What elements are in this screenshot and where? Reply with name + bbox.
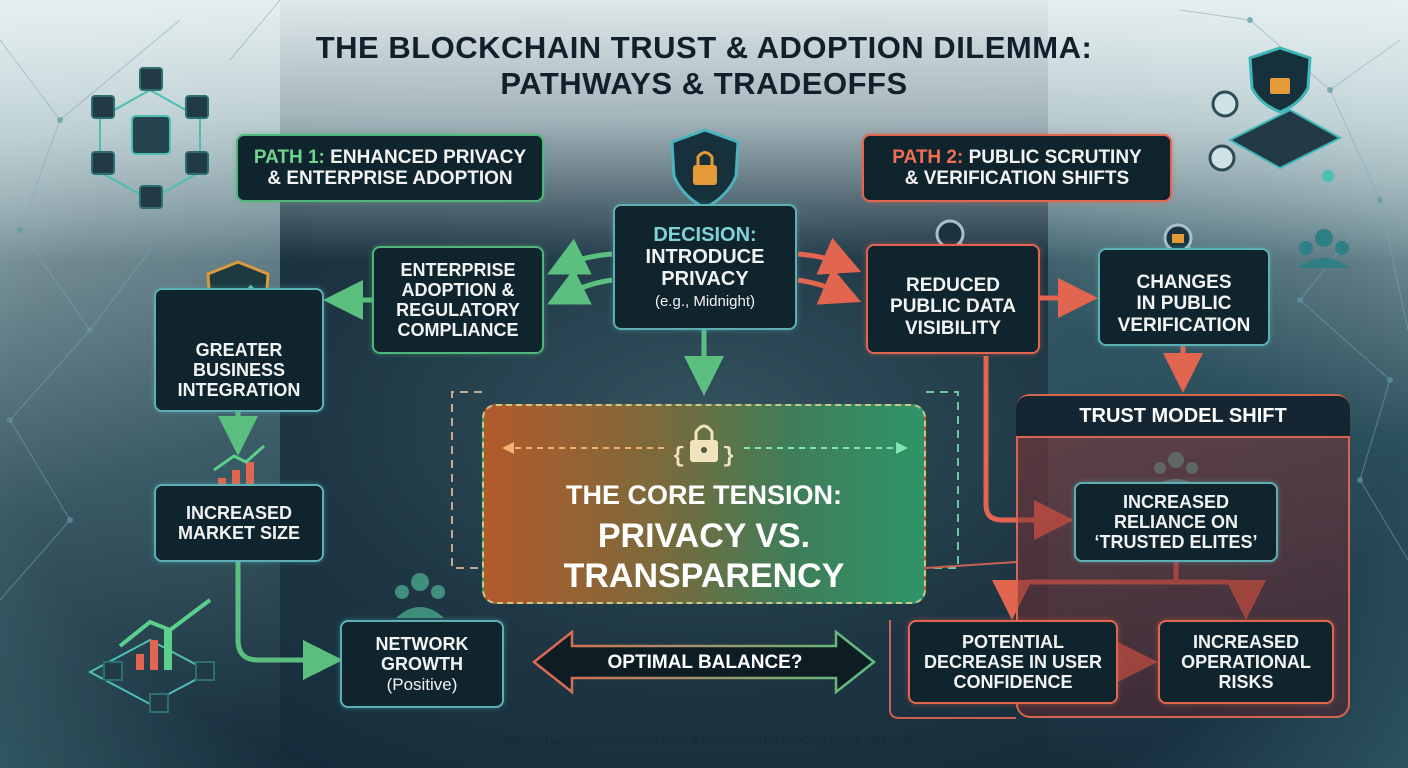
- business-integration-node: GREATER BUSINESS INTEGRATION: [154, 288, 324, 412]
- business-line-3: INTEGRATION: [177, 380, 301, 401]
- path-2-text-2: & VERIFICATION SHIFTS: [904, 168, 1130, 189]
- trust-model-shift-header: TRUST MODEL SHIFT: [1016, 396, 1350, 438]
- market-size-node: INCREASED MARKET SIZE: [154, 484, 324, 562]
- reduced-line-1: REDUCED: [906, 275, 1000, 297]
- decision-node: DECISION: INTRODUCE PRIVACY (e.g., Midni…: [613, 204, 797, 330]
- reduced-line-3: VISIBILITY: [904, 317, 1002, 339]
- decision-label: DECISION:: [653, 223, 757, 246]
- core-line-3: TRANSPARENCY: [563, 557, 845, 595]
- changes-line-3: VERIFICATION: [1117, 314, 1251, 336]
- enterprise-line-4: COMPLIANCE: [397, 320, 519, 341]
- title-line-2: PATHWAYS & TRADEOFFS: [500, 66, 908, 101]
- network-line-1: NETWORK: [375, 634, 469, 655]
- core-dashed-bracket: [451, 391, 959, 569]
- community-icon: [1298, 229, 1350, 268]
- core-lock-icon: { }: [672, 424, 735, 469]
- confidence-line-3: CONFIDENCE: [953, 672, 1073, 693]
- svg-text:}: }: [722, 444, 735, 469]
- svg-text:{: {: [672, 444, 685, 469]
- footer-caption: CONCEPTUAL ANALYSIS: INSPIRED BY ‘MIDNIG…: [494, 735, 914, 747]
- path-2-label: PATH 2:: [892, 146, 964, 168]
- enterprise-line-1: ENTERPRISE: [400, 259, 516, 280]
- network-growth-illustration: [87, 598, 215, 713]
- path-1-header: PATH 1: ENHANCED PRIVACY & ENTERPRISE AD…: [236, 134, 544, 202]
- path-1-text-1: ENHANCED PRIVACY: [330, 146, 527, 168]
- decision-example: (e.g., Midnight): [654, 292, 756, 310]
- path-1-text-2: & ENTERPRISE ADOPTION: [267, 168, 513, 189]
- confidence-line-2: DECREASE IN USER: [923, 651, 1103, 672]
- title-line-1: THE BLOCKCHAIN TRUST & ADOPTION DILEMMA:: [315, 30, 1093, 65]
- path-1-label: PATH 1:: [253, 146, 325, 168]
- path-2-text-1: PUBLIC SCRUTINY: [968, 146, 1142, 168]
- business-line-1: GREATER: [195, 339, 283, 360]
- market-line-1: INCREASED: [185, 502, 292, 523]
- trusted-elites-node: INCREASED RELIANCE ON ‘TRUSTED ELITES’: [1074, 482, 1278, 562]
- operational-line-2: OPERATIONAL: [1181, 651, 1311, 672]
- operational-risks-node: INCREASED OPERATIONAL RISKS: [1158, 620, 1334, 704]
- decision-line-2: INTRODUCE: [645, 245, 765, 268]
- reliance-line-2: RELIANCE ON: [1113, 511, 1238, 532]
- core-line-2: PRIVACY VS.: [597, 517, 811, 555]
- blockchain-cubes-icon: [91, 67, 209, 209]
- user-confidence-node: POTENTIAL DECREASE IN USER CONFIDENCE: [908, 620, 1118, 704]
- network-growth-node: NETWORK GROWTH (Positive): [340, 620, 504, 708]
- core-tension-label: THE CORE TENSION:: [565, 480, 842, 510]
- optimal-balance-arrow: [531, 629, 877, 695]
- enterprise-adoption-node: ENTERPRISE ADOPTION & REGULATORY COMPLIA…: [372, 246, 544, 354]
- path-2-header: PATH 2: PUBLIC SCRUTINY & VERIFICATION S…: [862, 134, 1172, 202]
- optimal-balance-label: OPTIMAL BALANCE?: [607, 652, 803, 673]
- network-sub: (Positive): [386, 674, 458, 694]
- reduced-line-2: PUBLIC DATA: [890, 296, 1016, 318]
- confidence-line-1: POTENTIAL: [962, 631, 1064, 652]
- market-line-2: MARKET SIZE: [177, 523, 300, 543]
- core-tension-statement: PRIVACY VS. TRANSPARENCY: [484, 516, 924, 596]
- network-line-2: GROWTH: [381, 654, 463, 675]
- people-group-icon: [395, 573, 445, 618]
- changes-line-2: IN PUBLIC: [1136, 293, 1232, 315]
- page-title: THE BLOCKCHAIN TRUST & ADOPTION DILEMMA:…: [200, 30, 1208, 102]
- changes-line-1: CHANGES: [1136, 272, 1232, 294]
- enterprise-line-3: REGULATORY: [396, 300, 520, 320]
- reduced-visibility-node: REDUCED PUBLIC DATA VISIBILITY: [866, 244, 1040, 354]
- green-flow-arrows: [218, 238, 724, 680]
- public-verification-node: CHANGES IN PUBLIC VERIFICATION: [1098, 248, 1270, 346]
- enterprise-line-2: ADOPTION &: [401, 279, 515, 300]
- decision-line-3: PRIVACY: [661, 268, 749, 291]
- reliance-line-1: INCREASED: [1122, 491, 1229, 512]
- reliance-line-3: ‘TRUSTED ELITES’: [1094, 532, 1258, 553]
- core-tension-box: THE CORE TENSION: PRIVACY VS. TRANSPAREN…: [482, 404, 926, 604]
- operational-line-1: INCREASED: [1192, 631, 1299, 652]
- security-device-icon: [1208, 46, 1343, 182]
- business-line-2: BUSINESS: [192, 359, 286, 380]
- operational-line-3: RISKS: [1218, 672, 1274, 693]
